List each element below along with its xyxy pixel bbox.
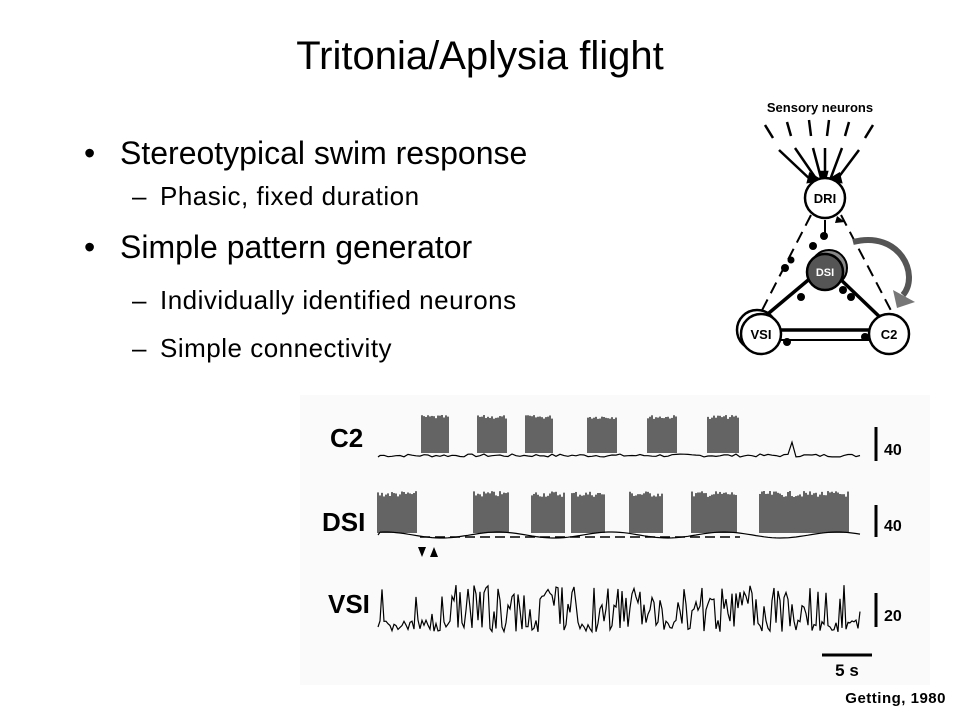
bullet-text: Stereotypical swim response [120,135,528,171]
trace-vsi [377,584,861,634]
bullet-list: • Stereotypical swim response – Phasic, … [84,130,704,368]
neuron-vsi-label: VSI [751,327,772,342]
sub-bullet-item: – Individually identified neurons [84,280,704,320]
circuit-diagram: Sensory neurons DRI [735,100,915,356]
trace-label-dsi: DSI [322,507,365,537]
dash-marker: – [132,333,147,363]
neuron-vsi: VSI [735,308,783,356]
trace-label-c2: C2 [330,423,363,453]
sub-bullet-text: Simple connectivity [160,333,393,363]
sub-bullet-text: Individually identified neurons [160,285,517,315]
trace-c2 [377,440,861,458]
sub-bullet-item: – Simple connectivity [84,328,704,368]
citation: Getting, 1980 [845,690,946,707]
sensory-inputs [763,119,875,184]
arrow-head [893,290,915,308]
bullet-text: Simple pattern generator [120,229,473,265]
scale-label: 20 [884,608,902,625]
neuron-c2: C2 [867,312,911,356]
sub-bullet-text: Phasic, fixed duration [160,181,420,211]
bullet-item: • Simple pattern generator [84,224,704,270]
neuron-c2-label: C2 [881,327,898,342]
scale-bars [822,427,878,657]
recording-traces: C2 DSI VSI 40 40 20 5 s [300,395,930,685]
slide-title: Tritonia/Aplysia flight [296,34,664,78]
c2-bursts [421,415,739,453]
neuron-dsi-label: DSI [816,267,834,279]
time-scale-label: 5 s [835,661,859,680]
scale-label: 40 [884,442,902,459]
bullet-item: • Stereotypical swim response [84,130,704,176]
dash-marker: – [132,285,147,315]
stimulus-marker [430,547,438,557]
trace-label-vsi: VSI [328,589,370,619]
neuron-dri: DRI [803,176,847,220]
dash-marker: – [132,181,147,211]
bullet-marker: • [84,135,96,171]
neuron-dsi: DSI [805,249,848,292]
scale-label: 40 [884,518,902,535]
bullet-marker: • [84,229,96,265]
neuron-dri-label: DRI [814,191,836,206]
stimulus-marker [418,547,426,557]
sensory-neurons-label: Sensory neurons [767,100,873,115]
sub-bullet-item: – Phasic, fixed duration [84,176,704,216]
dsi-bursts [377,491,849,533]
